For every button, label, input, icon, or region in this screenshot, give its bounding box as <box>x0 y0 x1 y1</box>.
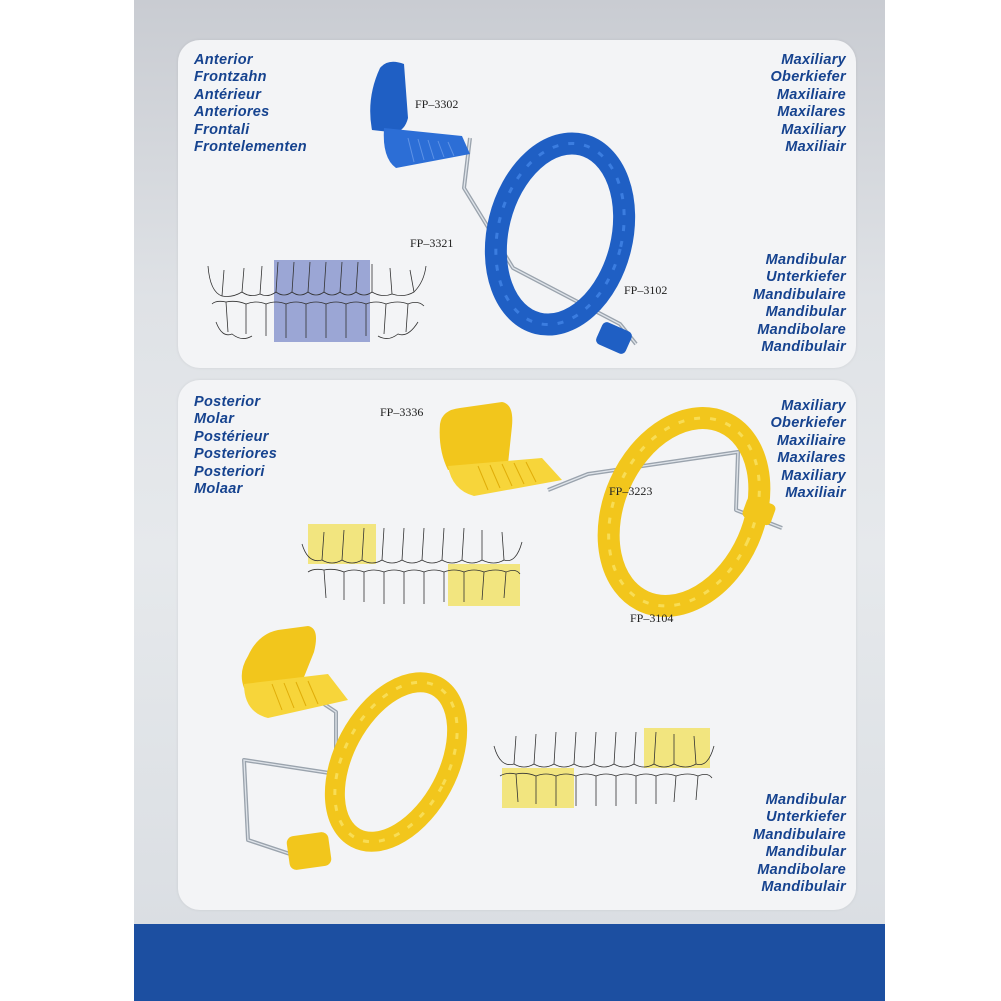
catalog-page: Anterior Frontzahn Antérieur Anteriores … <box>134 0 885 1001</box>
maxillary-label-list: Maxiliary Oberkiefer Maxiliaire Maxilare… <box>770 52 846 156</box>
label-item: Frontzahn <box>194 69 267 86</box>
label-item: Mandibulaire <box>752 286 846 303</box>
footer-bar <box>134 924 885 1001</box>
mandibular-label-list: Mandibular Unterkiefer Mandibulaire Mand… <box>753 792 846 896</box>
bite-block-ridges <box>407 137 455 163</box>
label-item: Frontali <box>194 121 250 138</box>
ring-clip <box>742 496 776 526</box>
label-item: Maxiliair <box>785 485 846 502</box>
label-item: Posterior <box>194 394 261 410</box>
label-item: Maxiliair <box>785 139 846 156</box>
bite-block-plate <box>244 674 348 718</box>
code-arm: FP–3321 <box>410 236 454 250</box>
label-item: Anteriores <box>194 104 270 121</box>
label-item: Mandibular <box>765 304 846 321</box>
teeth-outline <box>301 527 523 604</box>
holder-arm-highlight <box>243 695 337 861</box>
label-item: Mandibulaire <box>752 826 846 843</box>
ring-clip <box>596 322 632 354</box>
aiming-ring-ribs <box>333 680 459 844</box>
posterior-holder-illustration-upper <box>439 402 783 617</box>
label-item: Maxiliary <box>781 467 846 484</box>
label-item: Posteriores <box>194 446 278 463</box>
label-item: Unterkiefer <box>766 269 846 286</box>
bite-block-back <box>439 402 513 470</box>
posterior-teeth-diagram-upper <box>301 524 523 606</box>
label-item: Molar <box>194 411 235 428</box>
mandibular-label-list: Mandibular Unterkiefer Mandibulaire Mand… <box>753 252 846 356</box>
anterior-label-list: Anterior Frontzahn Antérieur Anteriores … <box>194 52 307 156</box>
anterior-highlight <box>274 260 370 342</box>
label-item: Maxiliary <box>781 52 846 68</box>
aiming-ring-ribs <box>607 416 761 608</box>
label-item: Mandibular <box>765 844 846 861</box>
label-item: Anterior <box>194 52 253 68</box>
label-item: Frontelementen <box>194 139 307 156</box>
teeth-outline <box>493 731 715 806</box>
label-item: Mandibular <box>765 252 846 268</box>
bite-block-back <box>370 61 408 133</box>
label-item: Posteriori <box>194 463 265 480</box>
code-bite-block: FP–3302 <box>415 97 459 111</box>
aiming-ring-ribs <box>494 141 626 327</box>
label-item: Oberkiefer <box>770 69 846 86</box>
maxillary-label-list: Maxiliary Oberkiefer Maxiliaire Maxilare… <box>770 398 846 502</box>
label-item: Mandibulair <box>761 879 846 896</box>
bite-block-plate <box>383 128 470 168</box>
label-item: Maxiliaire <box>776 86 846 103</box>
lower-teeth-outline <box>211 300 425 339</box>
label-item: Antérieur <box>194 86 262 103</box>
code-arm: FP–3223 <box>609 484 653 498</box>
ring-clip <box>286 832 332 870</box>
label-item: Maxilares <box>777 450 846 467</box>
anterior-teeth-diagram <box>207 260 427 342</box>
bite-block-plate <box>448 458 562 496</box>
label-item: Postérieur <box>194 428 269 445</box>
bite-block-ridges <box>477 461 537 491</box>
bite-block-back <box>241 626 316 688</box>
label-item: Unterkiefer <box>766 809 846 826</box>
posterior-teeth-diagram-lower <box>493 728 715 808</box>
label-item: Maxiliary <box>781 121 846 138</box>
label-item: Maxilares <box>777 104 846 121</box>
anterior-holder-illustration <box>370 61 638 354</box>
code-ring: FP–3102 <box>624 283 668 297</box>
upper-teeth-outline <box>207 261 427 297</box>
label-item: Molaar <box>194 481 243 498</box>
posterior-panel: Posterior Molar Postérieur Posteriores P… <box>178 380 856 910</box>
label-item: Maxiliary <box>781 398 846 414</box>
code-ring: FP–3104 <box>630 611 674 625</box>
posterior-holder-illustration-lower <box>241 626 468 870</box>
posterior-label-list: Posterior Molar Postérieur Posteriores P… <box>194 394 277 498</box>
label-item: Mandibolare <box>757 321 846 338</box>
label-item: Mandibolare <box>757 861 846 878</box>
code-bite-block: FP–3336 <box>380 405 424 419</box>
label-item: Mandibulair <box>761 339 846 356</box>
label-item: Mandibular <box>765 792 846 808</box>
anterior-panel: Anterior Frontzahn Antérieur Anteriores … <box>178 40 856 368</box>
aiming-ring <box>484 132 636 336</box>
label-item: Oberkiefer <box>770 415 846 432</box>
bite-block-ridges <box>271 680 319 711</box>
label-item: Maxiliaire <box>776 432 846 449</box>
